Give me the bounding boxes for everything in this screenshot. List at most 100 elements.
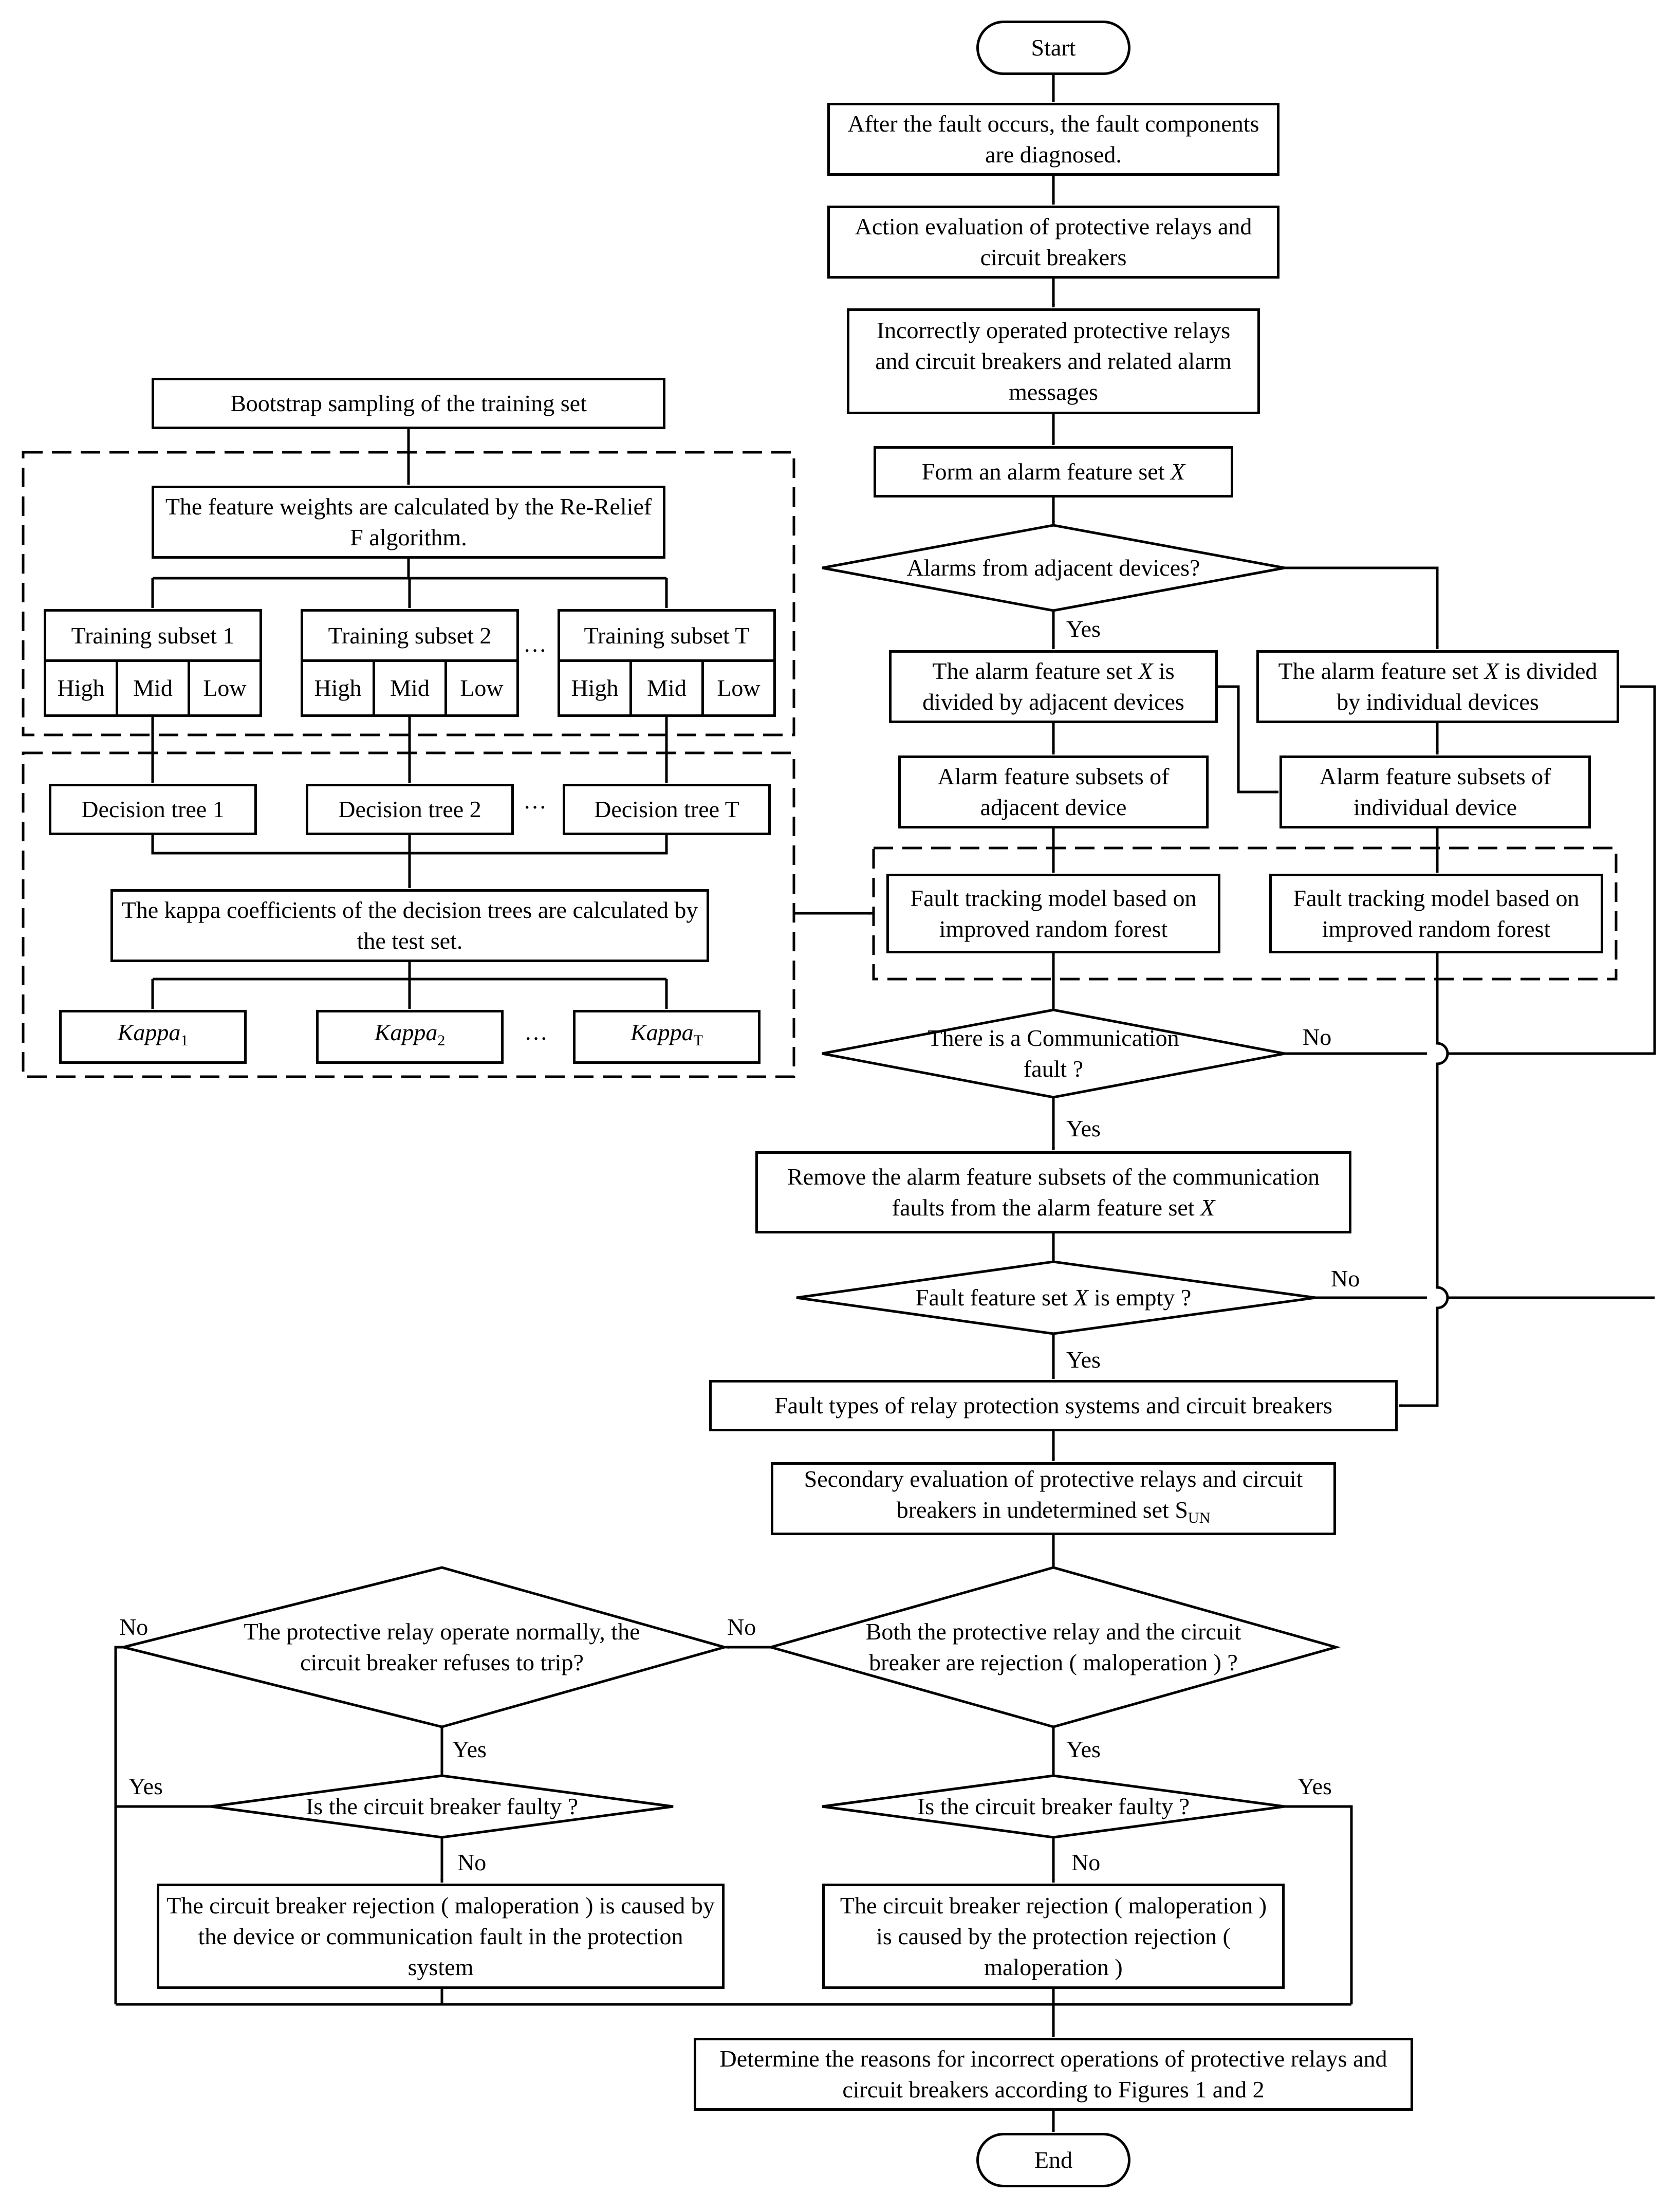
label-no-comm: No [1303, 1024, 1332, 1050]
step-secondary-evaluation: Secondary evaluation of protective relay… [771, 1462, 1336, 1535]
kappa-subscript: 2 [437, 1032, 446, 1049]
var-x: X [1073, 1284, 1088, 1311]
training-subset-2: Training subset 2 High Mid Low [301, 609, 519, 717]
step-determine-reasons: Determine the reasons for incorrect oper… [694, 2038, 1413, 2111]
decision-cb-faulty-left: Is the circuit breaker faulty ? [305, 1793, 578, 1819]
decision-tree-t: Decision tree T [563, 784, 771, 835]
cell-low: Low [460, 675, 504, 701]
decision-set-empty: Fault feature set X is empty ? [848, 1282, 1259, 1313]
div-ind-text-2: is divided by individual devices [1337, 658, 1598, 715]
result-left: The circuit breaker rejection ( malopera… [157, 1884, 725, 1989]
label-yes-relay: Yes [452, 1736, 487, 1762]
label-no-relay: No [119, 1614, 149, 1640]
cell-high: High [46, 662, 118, 714]
bootstrap-sampling: Bootstrap sampling of the training set [152, 378, 665, 429]
training-subset-t: Training subset T High Mid Low [558, 609, 776, 717]
training-subset-title: Training subset 1 [46, 612, 259, 662]
step-incorrect-operations: Incorrectly operated protective relays a… [847, 308, 1260, 414]
label-no-cb-left: No [457, 1849, 487, 1875]
label-yes-empty: Yes [1066, 1347, 1101, 1373]
model-right: Fault tracking model based on improved r… [1269, 874, 1603, 953]
var-x: X [1138, 658, 1153, 684]
step-remove-subsets: Remove the alarm feature subsets of the … [755, 1151, 1351, 1233]
line-comm-no-loop [1285, 687, 1656, 1055]
step-divided-adjacent: The alarm feature set X is divided by ad… [889, 650, 1218, 723]
label-no-cb-right: No [1071, 1849, 1101, 1875]
training-subset-title: Training subset T [560, 612, 773, 662]
kappa-name: Kappa [630, 1019, 694, 1046]
line-cb-right-yes [1285, 1805, 1353, 2004]
empty-text-2: is empty ? [1094, 1284, 1192, 1311]
dashed-group-weights [22, 451, 795, 736]
kappa-subscript: 1 [180, 1032, 189, 1049]
result-right: The circuit breaker rejection ( malopera… [822, 1884, 1285, 1989]
line-model-right-types [1399, 953, 1449, 1407]
cell-low: Low [717, 675, 761, 701]
label-no-empty: No [1331, 1265, 1360, 1292]
label-yes-both: Yes [1066, 1736, 1101, 1762]
decision-tree-2: Decision tree 2 [306, 784, 514, 835]
kappa-t: KappaT [573, 1010, 761, 1064]
label-yes-comm: Yes [1066, 1115, 1101, 1141]
decision-communication-fault: There is a Communication fault ? [928, 1025, 1179, 1082]
decision-both-rejection: Both the protective relay and the circui… [865, 1618, 1241, 1675]
kappa-name: Kappa [374, 1019, 438, 1046]
dashed-group-trees [22, 751, 795, 1078]
decision-cb-left-diamond [210, 1774, 674, 1839]
cell-high: High [560, 662, 632, 714]
tree-ellipsis: ··· [523, 794, 547, 820]
step-form-alarm-set: Form an alarm feature set X [874, 446, 1233, 497]
arrow-decision-individual [1285, 566, 1439, 649]
decision-adjacent-devices: Alarms from adjacent devices? [906, 555, 1200, 581]
label-yes-cb-left: Yes [128, 1773, 163, 1799]
feature-weights-step: The feature weights are calculated by th… [152, 486, 665, 559]
label-no-both: No [727, 1614, 756, 1640]
subset-ellipsis: ··· [523, 637, 547, 663]
step-fault-diagnosis: After the fault occurs, the fault compon… [827, 103, 1279, 176]
cell-mid: Mid [375, 662, 447, 714]
decision-tree-1: Decision tree 1 [49, 784, 257, 835]
kappa-ellipsis: ··· [524, 1025, 548, 1052]
div-adj-text-1: The alarm feature set [932, 658, 1133, 684]
step-subsets-individual: Alarm feature subsets of individual devi… [1279, 755, 1591, 828]
line-relay-no-left [114, 1646, 123, 2004]
decision-both-diamond [766, 1566, 1341, 1728]
label-yes-cb-right: Yes [1297, 1773, 1332, 1799]
cell-low: Low [203, 675, 247, 701]
var-x: X [1170, 458, 1185, 485]
empty-text-1: Fault feature set [915, 1284, 1068, 1311]
training-subset-title: Training subset 2 [303, 612, 516, 662]
secondary-text: Secondary evaluation of protective relay… [804, 1465, 1303, 1523]
end-terminal: End [976, 2133, 1130, 2187]
cell-mid: Mid [632, 662, 704, 714]
step-fault-types: Fault types of relay protection systems … [709, 1380, 1398, 1431]
dashed-group-models [872, 846, 1618, 981]
set-s-subscript: UN [1188, 1509, 1211, 1527]
model-left: Fault tracking model based on improved r… [886, 874, 1220, 953]
step-subsets-adjacent: Alarm feature subsets of adjacent device [898, 755, 1209, 828]
decision-relay-normal: The protective relay operate normally, t… [244, 1618, 640, 1675]
kappa-1: Kappa1 [59, 1010, 247, 1064]
kappa-2: Kappa2 [316, 1010, 504, 1064]
decision-relay-diamond [123, 1566, 730, 1728]
label-yes-adjacent: Yes [1066, 616, 1101, 642]
var-x: X [1484, 658, 1499, 684]
start-terminal: Start [976, 21, 1130, 75]
step-divided-individual: The alarm feature set X is divided by in… [1256, 650, 1619, 723]
form-set-text: Form an alarm feature set [921, 458, 1165, 485]
kappa-subscript: T [693, 1032, 703, 1049]
training-subset-1: Training subset 1 High Mid Low [44, 609, 262, 717]
div-ind-text-1: The alarm feature set [1278, 658, 1479, 684]
decision-cb-faulty-right: Is the circuit breaker faulty ? [917, 1793, 1190, 1819]
step-action-evaluation: Action evaluation of protective relays a… [827, 206, 1279, 279]
remove-text: Remove the alarm feature subsets of the … [787, 1164, 1320, 1221]
cell-mid: Mid [118, 662, 190, 714]
cell-high: High [303, 662, 375, 714]
var-x: X [1200, 1194, 1215, 1221]
kappa-calculation-step: The kappa coefficients of the decision t… [110, 889, 709, 962]
set-s: S [1175, 1496, 1188, 1523]
div-adj-text-2: is divided by adjacent devices [922, 658, 1184, 715]
arrow-adjacent-cross [1218, 685, 1278, 794]
kappa-name: Kappa [117, 1019, 181, 1046]
